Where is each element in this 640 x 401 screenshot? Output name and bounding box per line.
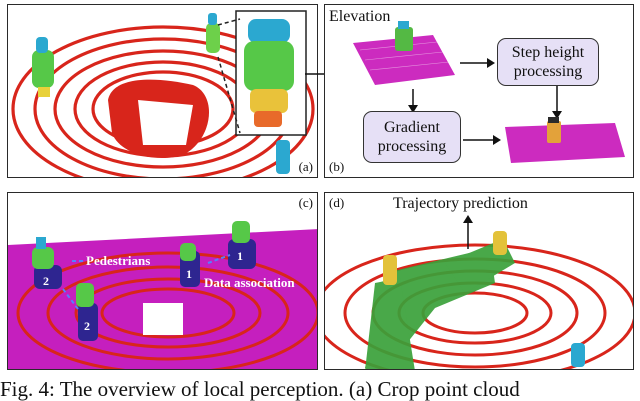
elevation-label: Elevation [329, 8, 391, 25]
track-id-2-right: 2 [84, 319, 90, 333]
track-id-1-mid: 1 [186, 267, 192, 281]
tracked-pedestrian-1-right [228, 221, 256, 269]
track-id-1-right: 1 [237, 249, 243, 263]
point-cloud-rings [11, 10, 315, 177]
panel-d: Trajectory prediction (d) [324, 192, 634, 370]
panel-b-tag: (b) [329, 159, 345, 174]
trajectory-label: Trajectory prediction [393, 195, 528, 212]
figure-caption: Fig. 4: The overview of local perception… [0, 378, 520, 401]
panel-c-tag: (c) [298, 195, 313, 210]
elevation-maps [353, 21, 625, 163]
track-id-2-left: 2 [43, 274, 49, 288]
tracked-pedestrian-1-mid [180, 243, 200, 287]
tracked-pedestrian-2-right [76, 283, 98, 341]
gradient-box: Gradient processing [363, 111, 461, 163]
pedestrian-cluster-left [32, 37, 54, 97]
step-height-box: Step height processing [497, 38, 599, 86]
trajectory-fans [365, 239, 515, 369]
panel-d-tag: (d) [329, 195, 345, 210]
zoomed-pedestrian [244, 19, 294, 127]
panel-a: (a) [7, 4, 318, 178]
panel-c: Pedestrians Data association 1 1 2 2 (c) [7, 192, 318, 370]
pedestrian-cluster-top [206, 13, 220, 53]
data-association-label: Data association [204, 275, 295, 290]
panel-b: Elevation Step height processing Gradien… [324, 4, 634, 178]
tracked-pedestrian-2-left [32, 237, 62, 289]
pedestrians-label: Pedestrians [86, 253, 151, 268]
trajectory-scene [325, 215, 633, 369]
panel-a-tag: (a) [298, 159, 313, 174]
tracking-scene [8, 221, 317, 369]
